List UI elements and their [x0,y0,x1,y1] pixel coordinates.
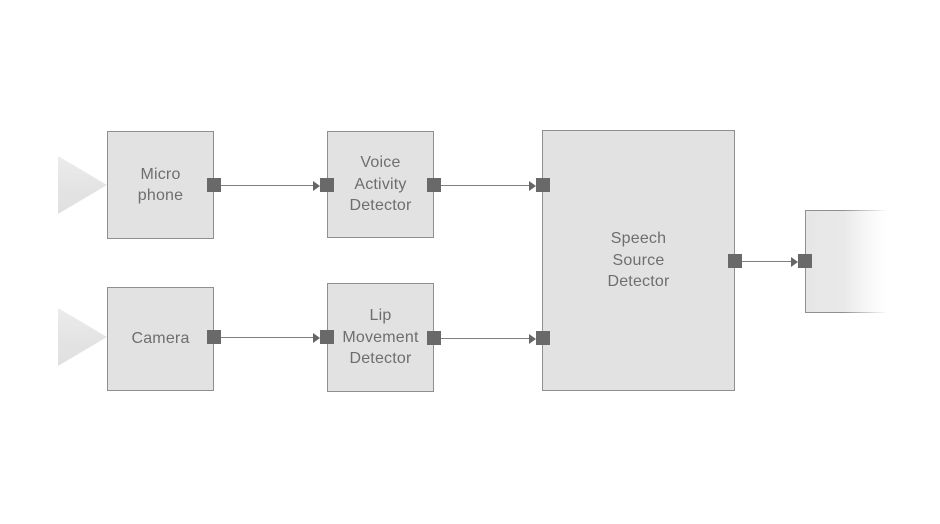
arrowhead-icon [791,256,798,267]
node-microphone: Micro phone [107,131,214,239]
node-output [805,210,895,313]
port-microphone-out [207,178,221,192]
port-lip-in [320,330,334,344]
video-input-triangle-icon [58,308,107,366]
edge-vad-to-ssd [441,180,536,191]
edge-line [441,185,529,186]
node-camera-label: Camera [131,330,190,348]
edge-microphone-to-vad [221,180,320,191]
edge-line [742,261,791,262]
node-lip-movement-detector-label: Lip Movement Detector [342,307,419,368]
audio-input-triangle-icon [58,156,107,214]
arrowhead-icon [529,180,536,191]
arrowhead-icon [313,332,320,343]
node-microphone-label: Micro phone [137,165,184,205]
edge-line [441,338,529,339]
node-speech-source-detector-label: Speech Source Detector [607,230,670,291]
port-camera-out [207,330,221,344]
node-lip-movement-detector: Lip Movement Detector [327,283,434,392]
port-output-in [798,254,812,268]
edge-line [221,185,313,186]
edge-ssd-to-output [742,256,798,267]
port-vad-in [320,178,334,192]
port-vad-out [427,178,441,192]
arrowhead-icon [529,333,536,344]
port-ssd-out [728,254,742,268]
edge-camera-to-lip [221,332,320,343]
edge-line [221,337,313,338]
port-ssd-in-audio [536,178,550,192]
port-ssd-in-video [536,331,550,345]
right-edge-fade-overlay [805,210,895,313]
arrowhead-icon [313,180,320,191]
port-lip-out [427,331,441,345]
node-voice-activity-detector: Voice Activity Detector [327,131,434,238]
node-speech-source-detector: Speech Source Detector [542,130,735,391]
node-voice-activity-detector-label: Voice Activity Detector [349,154,412,215]
edge-lip-to-ssd [441,333,536,344]
node-camera: Camera [107,287,214,391]
